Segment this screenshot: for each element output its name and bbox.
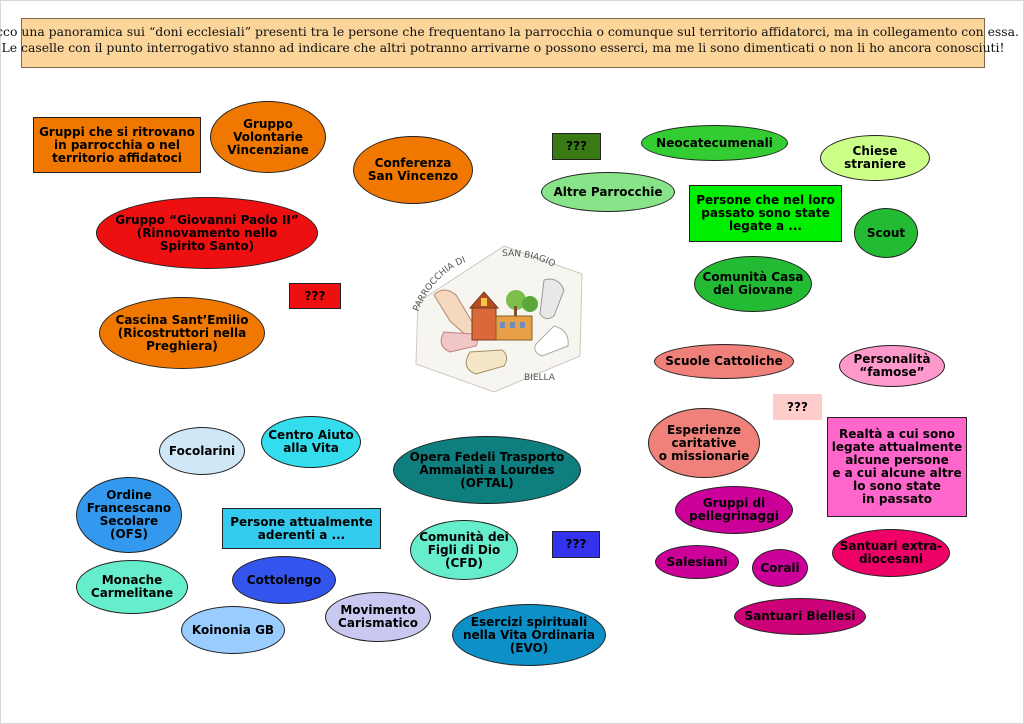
parish-logo: PARROCCHIA DI SAN BIAGIO BIELLA (412, 245, 583, 393)
intro-line-1: Ecco una panoramica sui “doni ecclesiali… (0, 24, 1019, 39)
node-comunita-figli: Comunità dei Figli di Dio (CFD) (410, 520, 518, 580)
node-persone-passato: Persone che nel loro passato sono state … (689, 185, 842, 242)
intro-line-2: Le caselle con il punto interrogativo st… (1, 40, 1005, 55)
node-cottolengo: Cottolengo (232, 556, 336, 604)
node-salesiani: Salesiani (655, 545, 739, 579)
node-giovanni-paolo: Gruppo “Giovanni Paolo II” (Rinnovamento… (96, 197, 318, 269)
node-neocatecumenali: Neocatecumenali (641, 125, 788, 161)
node-santuari-extra: Santuari extra- diocesani (832, 529, 950, 577)
node-focolarini: Focolarini (159, 427, 245, 475)
node-esperienze-caritative: Esperienze caritative o missionarie (648, 408, 760, 478)
node-opera-fedeli: Opera Fedeli Trasporto Ammalati a Lourde… (393, 436, 581, 504)
node-comunita-casa: Comunità Casa del Giovane (694, 256, 812, 312)
node-ordine-francescano: Ordine Francescano Secolare (OFS) (76, 477, 182, 553)
node-centro-aiuto: Centro Aiuto alla Vita (261, 416, 361, 468)
node-gruppi-ritrovano: Gruppi che si ritrovano in parrocchia o … (33, 117, 201, 173)
node-unknown-dark-green: ??? (552, 133, 601, 160)
logo-text-bottom: BIELLA (524, 373, 556, 383)
node-monache-carmelitane: Monache Carmelitane (76, 560, 188, 614)
node-corali: Corali (752, 549, 808, 587)
node-personalita-famose: Personalità “famose” (839, 345, 945, 387)
node-scout: Scout (854, 208, 918, 258)
node-gruppo-volontarie: Gruppo Volontarie Vincenziane (210, 101, 326, 173)
node-esercizi-spirituali: Esercizi spirituali nella Vita Ordinaria… (452, 604, 606, 666)
node-cascina-emilio: Cascina Sant’Emilio (Ricostruttori nella… (99, 297, 265, 369)
node-altre-parrocchie: Altre Parrocchie (541, 172, 675, 212)
intro-note: Ecco una panoramica sui “doni ecclesiali… (0, 18, 1019, 68)
node-gruppi-pellegrinaggi: Gruppi di pellegrinaggi (675, 486, 793, 534)
node-scuole-cattoliche: Scuole Cattoliche (654, 344, 794, 379)
node-chiese-straniere: Chiese straniere (820, 135, 930, 181)
node-persone-attualmente: Persone attualmente aderenti a ... (222, 508, 381, 549)
node-unknown-pink: ??? (773, 394, 822, 420)
node-koinonia-gb: Koinonia GB (181, 606, 285, 654)
node-unknown-red: ??? (289, 283, 341, 309)
node-movimento-carismatico: Movimento Carismatico (325, 592, 431, 642)
node-santuari-biellesi: Santuari Biellesi (734, 598, 866, 635)
node-conferenza-vincenzo: Conferenza San Vincenzo (353, 136, 473, 204)
node-unknown-blue: ??? (552, 531, 600, 558)
node-realta-legate: Realtà a cui sono legate attualmente alc… (827, 417, 967, 517)
